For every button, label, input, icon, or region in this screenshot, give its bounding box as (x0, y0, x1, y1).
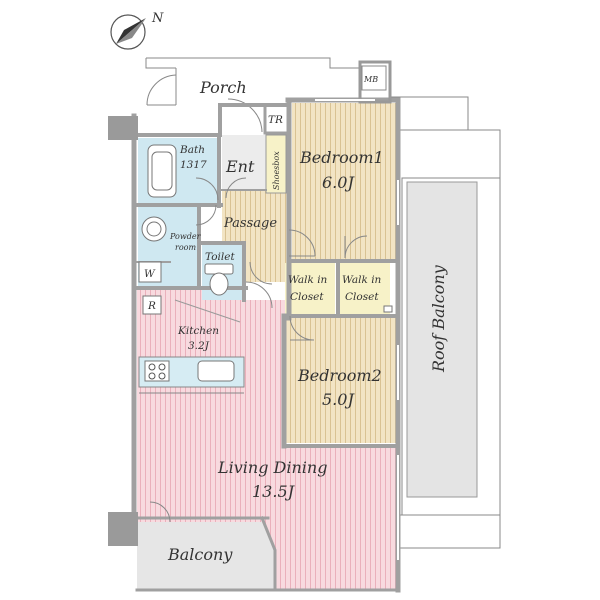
refrigerator-box (142, 295, 162, 315)
walkin-closet-1-label-2: Closet (290, 291, 324, 303)
shoebox-area (265, 134, 287, 194)
living-dining-label: Living Dining (217, 458, 327, 477)
porch-label: Porch (199, 78, 247, 97)
balcony-label: Balcony (167, 545, 233, 564)
roof-balcony-area (406, 181, 478, 498)
bath-size-label: 1317 (180, 159, 207, 171)
bedroom1-size: 6.0J (322, 173, 355, 192)
washer-box (138, 261, 162, 283)
entrance-floor (222, 135, 266, 190)
compass-north-label: N (151, 11, 164, 26)
bath-label: Bath (179, 144, 205, 156)
bedroom2-label: Bedroom2 (297, 366, 382, 385)
w-label: W (144, 268, 156, 280)
walkin-closet-2-label-2: Closet (345, 291, 379, 303)
kitchen-counter (138, 299, 245, 394)
compass (110, 14, 146, 50)
kitchen-floor (168, 305, 244, 357)
shoebox-label: Shoesbox (272, 151, 281, 190)
windows (315, 99, 399, 560)
bedroom2-floor (285, 318, 396, 443)
ent-label: Ent (225, 157, 255, 176)
bedroom2-size: 5.0J (322, 390, 355, 409)
pillars (108, 60, 392, 546)
passage-label: Passage (223, 216, 277, 231)
walkin-closet-2-label: Walk in (342, 274, 382, 286)
walkin-closet-1-label: Walk in (288, 274, 328, 286)
bedroom1-label: Bedroom1 (299, 148, 384, 167)
living-dining-size: 13.5J (252, 482, 296, 501)
toilet-label: Toilet (205, 251, 235, 263)
kitchen-label: Kitchen (177, 325, 219, 337)
powder-room-label: Powder (169, 232, 202, 241)
refrigerator-label: R (147, 300, 156, 312)
balcony-floor (137, 522, 275, 590)
door-swings (149, 177, 368, 523)
closet-hook (383, 305, 393, 313)
walkin-closet-2-floor (340, 263, 390, 315)
bath-fixtures (141, 144, 234, 296)
roof-balcony-label: Roof Balcony (429, 264, 448, 373)
tr-label: TR (268, 114, 283, 126)
porch-door-arcs (146, 74, 263, 133)
walkin-closet-1-floor (285, 263, 335, 315)
mb-label: MB (363, 75, 378, 84)
powder-room-label-2: room (175, 243, 196, 252)
meter-box (361, 65, 387, 91)
bedroom1-floor (292, 103, 396, 261)
kitchen-size: 3.2J (188, 340, 210, 352)
